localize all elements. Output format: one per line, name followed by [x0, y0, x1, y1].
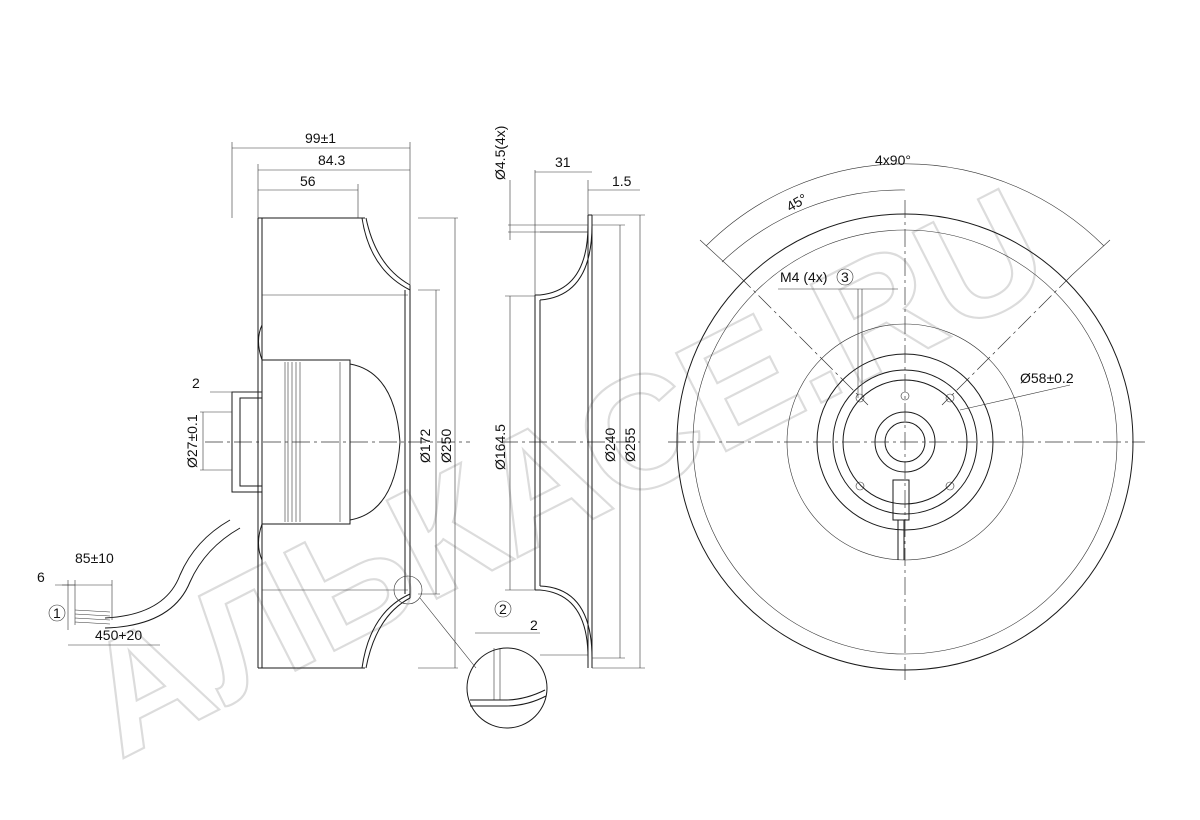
- dim-detail-2: 2: [530, 617, 538, 633]
- watermark: АЛЬКАСЕ.RU: [53, 152, 1074, 791]
- dim-holes: Ø4.5(4x): [492, 126, 508, 180]
- dim-cable-length: 450+20: [95, 627, 142, 643]
- dim-diameter-255: Ø255: [622, 428, 638, 462]
- dim-overall-length: 99±1: [305, 130, 336, 146]
- callout-3: 3: [841, 269, 849, 285]
- front-view: 4x90° 45° M4 (4x) Ø58±0.2 3: [668, 152, 1145, 680]
- dim-cable-strip: 6: [37, 569, 45, 585]
- dim-angle-pattern: 4x90°: [875, 152, 911, 168]
- watermark-text: АЛЬКАСЕ.RU: [54, 153, 1072, 790]
- dim-diameter-172: Ø172: [417, 429, 433, 463]
- callout-2: 2: [499, 601, 507, 617]
- section-view: Ø4.5(4x) 31 1.5 Ø164.5 Ø240 Ø255 2 2: [466, 126, 645, 729]
- dim-thread: M4 (4x): [780, 269, 827, 285]
- dim-inlet-diameter: Ø164.5: [492, 424, 508, 470]
- detail-bubble: [466, 647, 548, 729]
- callout-1: 1: [53, 605, 61, 621]
- dim-angle-45: 45°: [784, 190, 810, 214]
- dim-diameter-250: Ø250: [438, 429, 454, 463]
- callout-3-circle: [836, 268, 854, 286]
- dim-length-motor: 56: [300, 173, 316, 189]
- dim-shaft-diameter: Ø27±0.1: [184, 414, 200, 468]
- dim-cable-sleeve: 85±10: [75, 550, 114, 566]
- callout-2-circle: [494, 600, 512, 618]
- dim-length-inner: 84.3: [318, 152, 345, 168]
- side-view: 99±1 84.3 56 2 Ø27±0.1 Ø172 Ø250 6 85±10…: [37, 130, 477, 669]
- callout-1-circle: [48, 604, 66, 622]
- dim-diameter-240: Ø240: [602, 428, 618, 462]
- dim-flange-31: 31: [555, 154, 571, 170]
- dim-hub-diameter: Ø58±0.2: [1020, 370, 1074, 386]
- dim-flange-thickness: 1.5: [612, 173, 632, 189]
- dim-shaft-step: 2: [192, 375, 200, 391]
